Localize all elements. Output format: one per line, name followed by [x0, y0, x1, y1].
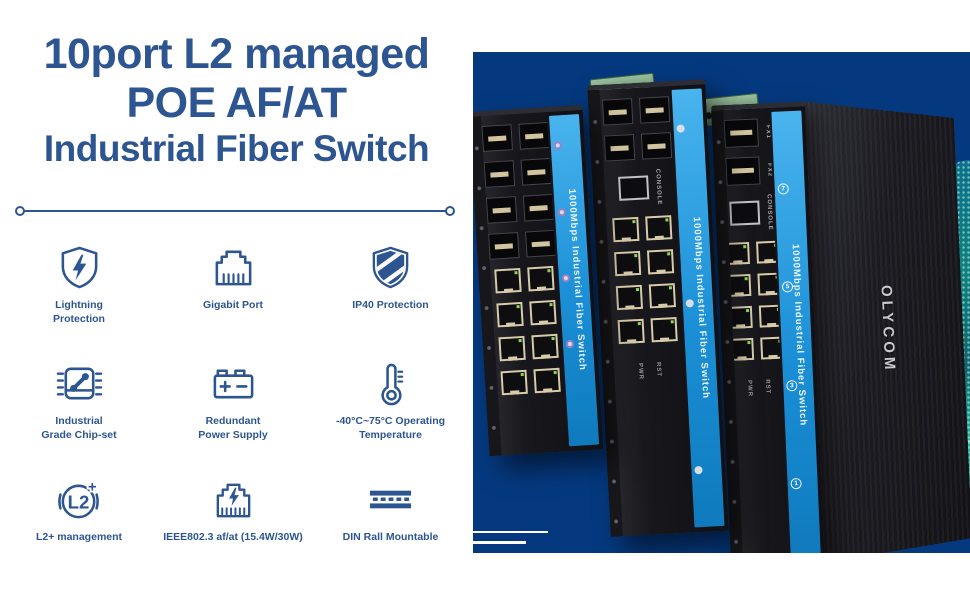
- rj45-port: [493, 267, 522, 294]
- console-label: CONSOLE: [654, 168, 663, 206]
- divider-dot-left: [15, 206, 25, 216]
- feature-item: Industrial Grade Chip-set: [0, 354, 158, 470]
- feature-grid: Lightning Protection Gigabit Port: [0, 238, 473, 586]
- console-port: [728, 200, 760, 227]
- rj45-port: [530, 333, 559, 360]
- switch-right: FX1 FX2 CONSOLE PWR RST 7 5 3 1: [711, 95, 970, 553]
- feature-label: Redundant Power Supply: [198, 415, 268, 442]
- led-label: PWR: [746, 379, 753, 397]
- fx-port-label: FX1: [764, 124, 772, 140]
- brand-logo: OLYCOM: [877, 284, 899, 374]
- sfp-port: [603, 134, 635, 162]
- port-number-badge: 1: [790, 478, 802, 490]
- rj45-port: [650, 316, 678, 343]
- screw: [553, 141, 563, 151]
- sfp-port: [520, 157, 552, 186]
- led-cluster: PWR RST: [637, 362, 662, 380]
- rj45-port: [495, 301, 524, 328]
- sfp-port: [723, 118, 759, 148]
- screw: [676, 124, 685, 133]
- rj45-port: [532, 367, 561, 394]
- feature-item: L2 + L2+ management: [0, 470, 158, 586]
- console-port: [617, 175, 649, 202]
- battery-icon: [210, 360, 257, 407]
- rj45-port: [615, 284, 643, 310]
- sfp-port: [483, 160, 515, 188]
- divider-dot-right: [445, 206, 455, 216]
- feature-label: DIN Rall Mountable: [342, 531, 439, 543]
- feature-item: IEEE802.3 af/at (15.4W/30W): [158, 470, 308, 586]
- sfp-port: [487, 232, 520, 260]
- din-rail-icon: [367, 476, 414, 523]
- ethernet-port-icon: [210, 244, 257, 291]
- sfp-port: [485, 196, 517, 224]
- sfp-port: [517, 121, 550, 150]
- sfp-port: [522, 193, 554, 222]
- switch-side-panel: OLYCOM: [803, 95, 970, 553]
- led-label: PWR: [636, 362, 644, 380]
- sfp-port: [480, 124, 513, 153]
- divider-line: [22, 210, 448, 212]
- thermometer-icon: [367, 360, 414, 407]
- sfp-port: [724, 156, 761, 186]
- rj45-port: [526, 265, 555, 292]
- switch-middle: CONSOLE PWR RST 1000Mbps Industrial Fibe…: [587, 79, 729, 537]
- feature-label: IEEE802.3 af/at (15.4W/30W): [163, 531, 303, 543]
- screw: [694, 465, 703, 474]
- rj45-port: [646, 248, 674, 275]
- shield-lightning-icon: [56, 244, 103, 291]
- rj45-port: [644, 214, 672, 241]
- feature-label: IP40 Protection: [352, 299, 429, 311]
- sfp-port: [640, 132, 672, 160]
- feature-label: -40°C~75°C Operating Temperature: [335, 415, 446, 442]
- led-label: RST: [654, 361, 662, 377]
- feature-item: Lightning Protection: [0, 238, 158, 354]
- l2-plus-icon: L2 +: [56, 476, 103, 523]
- rj45-port: [617, 318, 645, 344]
- shield-stripe-icon: [367, 244, 414, 291]
- feature-item: IP40 Protection: [308, 238, 473, 354]
- strip-label: 1000Mbps Industrial Fiber Switch: [789, 243, 809, 427]
- rj45-port: [611, 216, 639, 242]
- feature-label: Industrial Grade Chip-set: [41, 415, 117, 442]
- fx-port-label: FX2: [766, 162, 773, 178]
- title-line2: POE AF/AT: [126, 79, 347, 128]
- sfp-port: [638, 96, 670, 124]
- rj45-port: [648, 282, 676, 309]
- page-title: 10port L2 managed POE AF/AT Industrial F…: [0, 30, 473, 170]
- feature-label: Lightning Protection: [53, 299, 105, 326]
- sfp-port: [601, 98, 633, 126]
- divider: [15, 206, 455, 216]
- feature-item: Gigabit Port: [158, 238, 308, 354]
- title-line1: 10port L2 managed: [43, 30, 430, 78]
- switch-left: 1000Mbps Industrial Fiber Switch: [473, 104, 604, 457]
- feature-item: DIN Rall Mountable: [308, 470, 473, 586]
- white-line-decoration: [473, 531, 548, 533]
- rj45-port: [528, 299, 557, 326]
- rj45-port: [497, 335, 526, 362]
- feature-item: Redundant Power Supply: [158, 354, 308, 470]
- product-photo-panel: 1000Mbps Industrial Fiber Switch CONSOLE…: [473, 52, 970, 553]
- feature-label: L2+ management: [35, 531, 123, 543]
- strip-label: 1000Mbps Industrial Fiber Switch: [690, 216, 712, 400]
- feature-item: -40°C~75°C Operating Temperature: [308, 354, 473, 470]
- rj45-port: [613, 250, 641, 276]
- svg-text:+: +: [87, 480, 96, 496]
- led-cluster: PWR RST: [746, 379, 771, 397]
- rj45-port: [499, 369, 528, 396]
- feature-label: Gigabit Port: [202, 299, 264, 311]
- title-line3: Industrial Fiber Switch: [43, 128, 430, 170]
- white-line-decoration: [473, 541, 526, 544]
- sfp-port: [524, 229, 557, 258]
- led-label: RST: [764, 378, 771, 395]
- console-label: CONSOLE: [765, 193, 774, 231]
- info-section: 10port L2 managed POE AF/AT Industrial F…: [0, 0, 473, 600]
- chipset-icon: [56, 360, 103, 407]
- port-number-badge: 3: [786, 379, 798, 392]
- poe-port-icon: [210, 476, 257, 523]
- svg-text:L2: L2: [67, 491, 89, 512]
- screw: [557, 207, 567, 217]
- port-number-badge: 7: [777, 182, 789, 195]
